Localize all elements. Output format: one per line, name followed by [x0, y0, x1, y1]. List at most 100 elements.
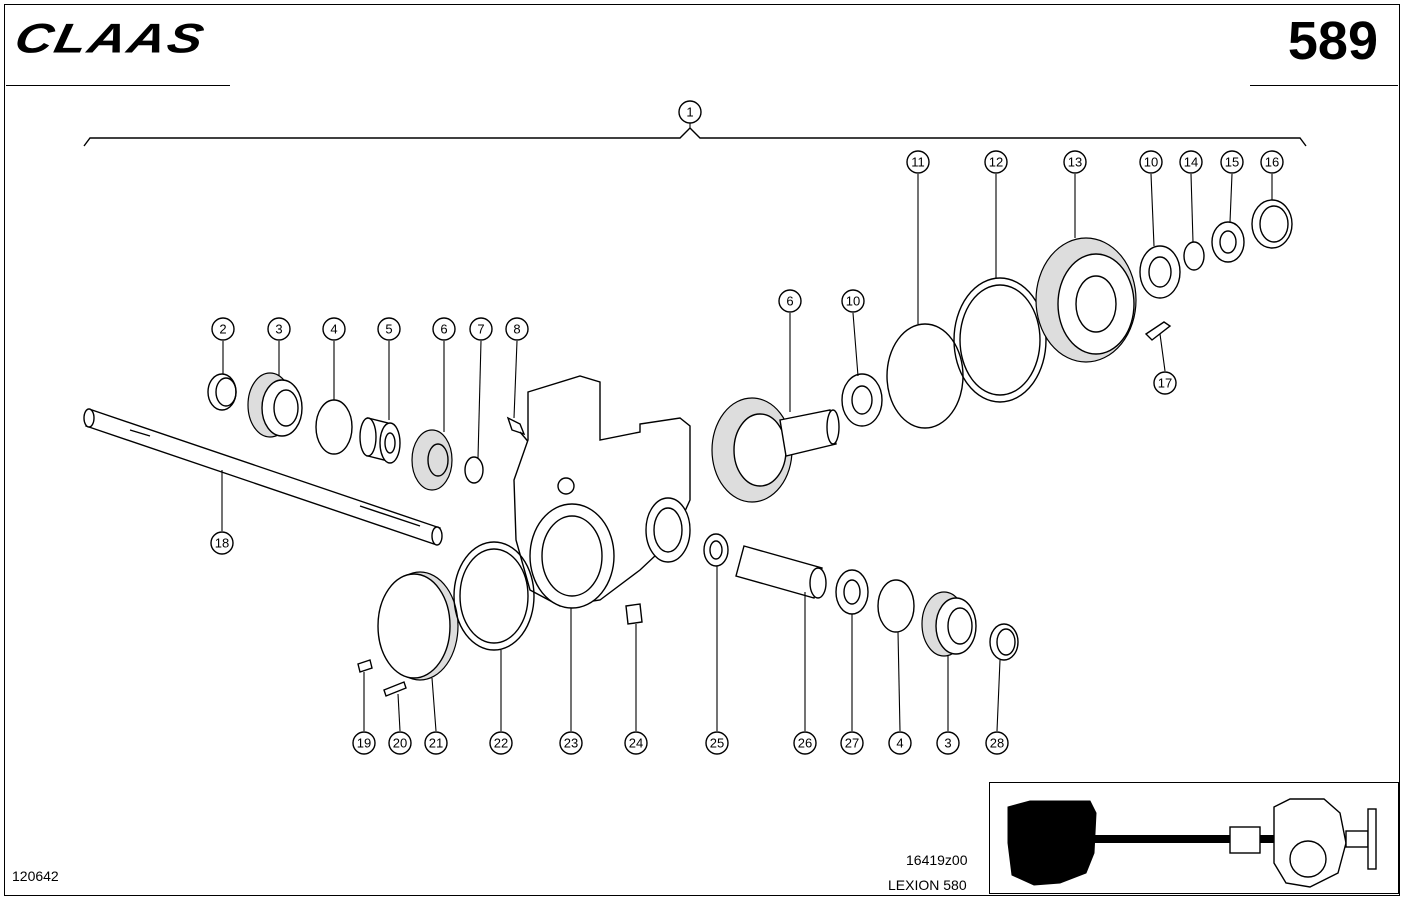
- bearing-5: [359, 417, 401, 464]
- svg-text:26: 26: [798, 736, 812, 751]
- svg-text:6: 6: [440, 322, 447, 337]
- svg-text:8: 8: [513, 322, 520, 337]
- ring-28: [989, 623, 1019, 661]
- shaft-18: [83, 408, 443, 546]
- svg-text:13: 13: [1068, 155, 1082, 170]
- svg-text:10: 10: [846, 294, 860, 309]
- callout-20: 20: [388, 731, 412, 755]
- callout-19: 19: [352, 731, 376, 755]
- svg-text:2: 2: [219, 322, 226, 337]
- svg-text:6: 6: [786, 294, 793, 309]
- o-ring-11: [886, 323, 964, 429]
- callout-1: 1: [678, 100, 702, 124]
- svg-text:27: 27: [845, 736, 859, 751]
- svg-text:5: 5: [385, 322, 392, 337]
- gasket-22: [453, 541, 535, 651]
- callout-6: 6: [432, 317, 456, 341]
- svg-text:10: 10: [1144, 155, 1158, 170]
- callout-15: 15: [1220, 150, 1244, 174]
- callout-25: 25: [705, 731, 729, 755]
- svg-text:11: 11: [911, 155, 925, 170]
- header-rule-right: [1250, 85, 1398, 86]
- svg-text:18: 18: [215, 536, 229, 551]
- location-inset: [989, 782, 1399, 894]
- bolt-20: [383, 681, 407, 697]
- svg-text:15: 15: [1225, 155, 1239, 170]
- svg-text:4: 4: [330, 322, 337, 337]
- callout-4-right: 4: [888, 731, 912, 755]
- page-number: 589: [1287, 11, 1378, 71]
- callout-24: 24: [624, 731, 648, 755]
- callout-14: 14: [1179, 150, 1203, 174]
- bush-25: [703, 533, 729, 567]
- header-rule-left: [6, 85, 230, 86]
- callout-10-right: 10: [1139, 150, 1163, 174]
- callout-11: 11: [906, 150, 930, 174]
- seal-3-left: [247, 372, 303, 438]
- assembly-bracket: [83, 127, 1307, 147]
- callout-10-mid: 10: [841, 289, 865, 313]
- bearing-27: [835, 569, 869, 615]
- callout-3-right: 3: [936, 731, 960, 755]
- bearing-cover-13: [1035, 237, 1137, 363]
- callout-2: 2: [211, 317, 235, 341]
- callout-5: 5: [377, 317, 401, 341]
- bearing-10-mid: [841, 373, 883, 427]
- svg-text:1: 1: [686, 105, 693, 120]
- drawing-id: 16419z00: [906, 852, 968, 868]
- screw-19: [357, 659, 373, 673]
- bevel-gear-6-large: [711, 397, 840, 503]
- svg-text:16: 16: [1265, 155, 1279, 170]
- callout-13: 13: [1063, 150, 1087, 174]
- svg-text:19: 19: [357, 736, 371, 751]
- ring-16: [1251, 199, 1293, 249]
- svg-text:12: 12: [989, 155, 1003, 170]
- ring-2: [207, 373, 237, 411]
- drain-plug-24: [625, 603, 643, 625]
- svg-text:25: 25: [710, 736, 724, 751]
- svg-text:14: 14: [1184, 155, 1198, 170]
- callout-18: 18: [210, 531, 234, 555]
- gasket-12: [953, 277, 1047, 403]
- bevel-gear-6-small: [411, 429, 453, 491]
- o-ring-4-left: [315, 399, 353, 455]
- location-inset-drawing: [1007, 798, 1377, 888]
- callout-21: 21: [424, 731, 448, 755]
- svg-text:23: 23: [564, 736, 578, 751]
- seal-3-right: [921, 591, 977, 657]
- callout-16: 16: [1260, 150, 1284, 174]
- doc-number: 120642: [12, 868, 59, 884]
- model-name: LEXION 580: [888, 877, 967, 893]
- callout-26: 26: [793, 731, 817, 755]
- callout-17: 17: [1153, 371, 1177, 395]
- gear-housing-23: [513, 375, 691, 609]
- callout-27: 27: [840, 731, 864, 755]
- callout-28: 28: [985, 731, 1009, 755]
- callout-4: 4: [322, 317, 346, 341]
- callout-12: 12: [984, 150, 1008, 174]
- o-ring-4-right: [877, 579, 915, 633]
- svg-text:7: 7: [477, 322, 484, 337]
- callout-3: 3: [267, 317, 291, 341]
- svg-text:3: 3: [944, 736, 951, 751]
- page-frame: [4, 4, 1400, 896]
- bearing-10-right: [1139, 245, 1181, 299]
- nut-15: [1211, 221, 1245, 263]
- svg-text:4: 4: [896, 736, 903, 751]
- svg-text:3: 3: [275, 322, 282, 337]
- o-ring-14: [1183, 241, 1205, 271]
- callout-8: 8: [505, 317, 529, 341]
- callout-6-large: 6: [778, 289, 802, 313]
- callout-23: 23: [559, 731, 583, 755]
- svg-text:22: 22: [494, 736, 508, 751]
- callout-7: 7: [469, 317, 493, 341]
- cover-plate-21: [377, 571, 459, 681]
- circlip-7: [464, 456, 484, 484]
- sleeve-26: [735, 545, 827, 599]
- svg-text:20: 20: [393, 736, 407, 751]
- callout-22: 22: [489, 731, 513, 755]
- svg-text:24: 24: [629, 736, 643, 751]
- svg-text:28: 28: [990, 736, 1004, 751]
- svg-text:17: 17: [1158, 376, 1172, 391]
